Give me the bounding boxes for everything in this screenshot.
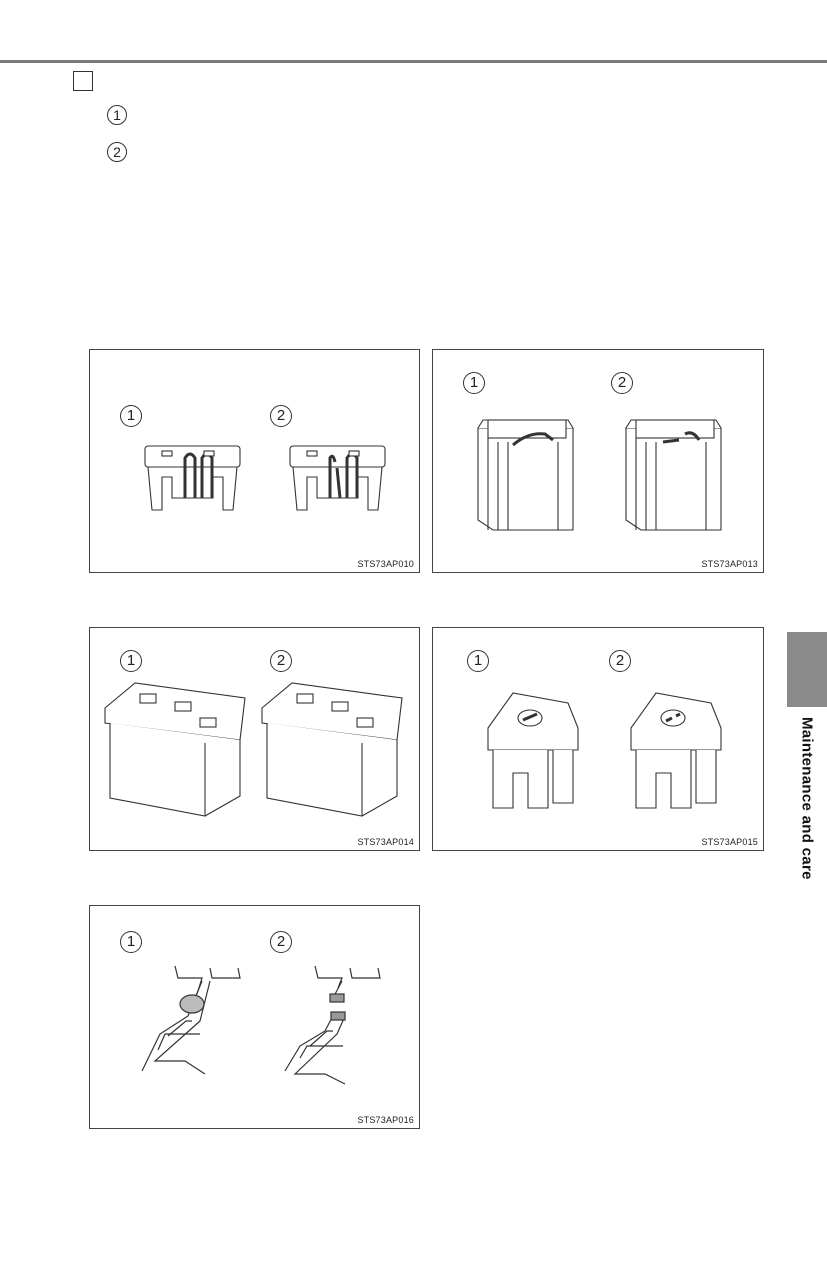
figure-code: STS73AP013: [701, 559, 758, 569]
jcase-fuse-good: [487, 692, 579, 809]
fuse-label-2: 2: [270, 405, 292, 427]
panel-multi-fuse: 1 2 STS73AP014: [89, 627, 420, 851]
fuse-label-2: 2: [609, 650, 631, 672]
jcase-fuse-blown: [630, 692, 722, 809]
section-side-tab: [787, 632, 827, 707]
fuse-label-1: 1: [467, 650, 489, 672]
top-rule: [0, 60, 827, 63]
fuse-label-1: 1: [463, 372, 485, 394]
figure-code: STS73AP015: [701, 837, 758, 847]
figure-code: STS73AP014: [357, 837, 414, 847]
figure-code: STS73AP010: [357, 559, 414, 569]
jcase-fuse-illustration: [487, 692, 722, 809]
section-checkbox: [73, 71, 93, 91]
multi-fuse-blown: [261, 682, 403, 817]
fusible-link-blown: [284, 965, 381, 1085]
fusible-link-illustration: [141, 965, 381, 1085]
fusible-link-good: [141, 965, 241, 1075]
multi-fuse-illustration: [104, 682, 403, 817]
section-side-label: Maintenance and care: [798, 717, 816, 880]
cartridge-fuse-blown: [625, 419, 722, 531]
panel-blade-fuse: 1 2 STS73AP010: [89, 349, 420, 573]
blade-fuse-blown: [289, 445, 386, 511]
panel-fusible-link: 1 2 STS73AP016: [89, 905, 420, 1129]
multi-fuse-good: [104, 682, 246, 817]
fuse-label-2: 2: [270, 650, 292, 672]
fuse-label-1: 1: [120, 650, 142, 672]
legend-item-2: 2: [107, 142, 127, 162]
fuse-label-2: 2: [270, 931, 292, 953]
fuse-label-2: 2: [611, 372, 633, 394]
panel-jcase-fuse: 1 2 STS73AP015: [432, 627, 764, 851]
fuse-label-1: 1: [120, 931, 142, 953]
cartridge-fuse-illustration: [477, 419, 722, 531]
fuse-label-1: 1: [120, 405, 142, 427]
blade-fuse-good: [144, 445, 241, 511]
legend-item-1: 1: [107, 105, 127, 125]
blade-fuse-illustration: [144, 445, 386, 511]
panel-cartridge-fuse: 1 2 STS73AP013: [432, 349, 764, 573]
figure-code: STS73AP016: [357, 1115, 414, 1125]
cartridge-fuse-good: [477, 419, 574, 531]
